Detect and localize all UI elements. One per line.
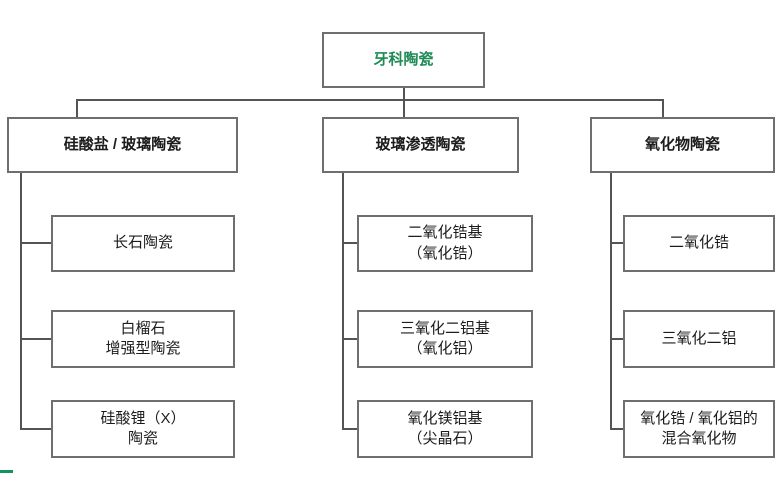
node-label-line: 长石陶瓷: [112, 234, 173, 252]
branch-header-glass-infiltrated-ceramics: 玻璃渗透陶瓷: [322, 117, 519, 173]
node-label-line: 混合氧化物: [661, 430, 737, 447]
node-zirconia-based: 二氧化锆基 （氧化锆）: [357, 215, 533, 272]
node-zirconia: 二氧化锆: [623, 215, 775, 272]
branch-header-label: 硅酸盐 / 玻璃陶瓷: [63, 135, 182, 153]
connector-root-vline: [403, 88, 405, 119]
node-label-line: 氧化镁铝基: [407, 409, 483, 427]
connector-branch1-vline: [20, 173, 22, 429]
connector-branch2-vline: [342, 173, 344, 429]
node-leucite-reinforced-ceramics: 白榴石 增强型陶瓷: [51, 310, 235, 368]
branch-header-oxide-ceramics: 氧化物陶瓷: [590, 117, 775, 173]
node-label-line: 硅酸锂（X）: [100, 409, 186, 427]
node-label-line: （氧化锆）: [407, 244, 483, 262]
connector-branch1-child1-stub: [20, 242, 51, 244]
root-node-label: 牙科陶瓷: [373, 50, 434, 68]
node-feldspar-ceramics: 长石陶瓷: [51, 215, 235, 272]
connector-branch3-child2-stub: [610, 338, 623, 340]
node-label-line: 白榴石: [120, 319, 166, 337]
connector-top-hline: [76, 99, 664, 101]
node-label-line: 氧化锆 / 氧化铝的: [640, 409, 758, 427]
node-label-line: 三氧化二铝: [661, 329, 737, 347]
connector-branch3-child1-stub: [610, 242, 623, 244]
node-magnesium-aluminate-spinel: 氧化镁铝基 （尖晶石）: [357, 400, 533, 458]
node-alumina: 三氧化二铝: [623, 310, 775, 368]
node-label-line: 增强型陶瓷: [105, 340, 181, 357]
corner-accent-bar: [0, 470, 13, 473]
connector-branch3-stub: [662, 99, 664, 118]
connector-branch3-vline: [610, 173, 612, 429]
branch-header-label: 玻璃渗透陶瓷: [375, 135, 466, 153]
node-label-line: 二氧化锆基: [407, 224, 483, 242]
connector-branch3-child3-stub: [610, 428, 623, 430]
connector-branch2-child2-stub: [342, 338, 357, 340]
node-label-line: 二氧化锆: [668, 234, 729, 252]
node-label-line: 陶瓷: [127, 430, 158, 447]
node-alumina-based: 三氧化二铝基 （氧化铝）: [357, 310, 533, 368]
connector-branch2-child3-stub: [342, 428, 357, 430]
node-label-line: （尖晶石）: [407, 430, 483, 447]
root-node-dental-ceramics: 牙科陶瓷: [322, 32, 485, 88]
node-label-line: 三氧化二铝基: [399, 319, 490, 337]
branch-header-label: 氧化物陶瓷: [644, 135, 720, 153]
connector-branch1-child3-stub: [20, 428, 51, 430]
connector-branch2-child1-stub: [342, 242, 357, 244]
node-lithium-silicate-ceramics: 硅酸锂（X） 陶瓷: [51, 400, 235, 458]
connector-branch1-stub: [76, 99, 78, 118]
node-label-line: （氧化铝）: [407, 340, 483, 357]
connector-branch1-child2-stub: [20, 338, 51, 340]
branch-header-silicate-glass-ceramics: 硅酸盐 / 玻璃陶瓷: [7, 117, 238, 173]
node-mixed-oxides: 氧化锆 / 氧化铝的 混合氧化物: [623, 400, 775, 458]
